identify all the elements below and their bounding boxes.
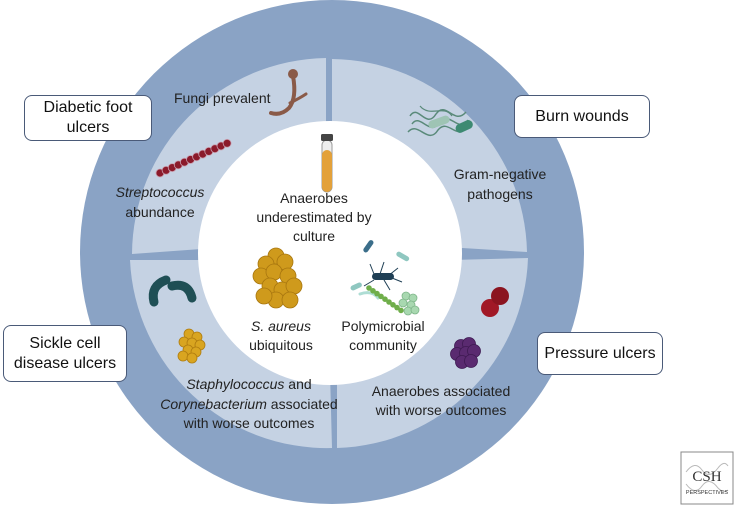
staphylococcus-text: Staphylococcus and — [186, 376, 311, 392]
ubiquitous-text: ubiquitous — [249, 337, 313, 353]
streptococcus-text: Streptococcus — [116, 184, 205, 200]
sickle-outcomes-text: with worse outcomes — [183, 415, 315, 431]
gram-negative-rods-icon — [407, 105, 473, 137]
polymicrobial-icon — [350, 240, 420, 316]
pathogens-text: pathogens — [467, 186, 532, 202]
gram-negative-text: Gram-negative — [454, 166, 547, 182]
label-pressure-ulcers: Pressure ulcers — [537, 332, 663, 375]
vibrio-icon — [148, 275, 197, 307]
label-sickle-cell-disease-ulcers: Sickle cell disease ulcers — [3, 325, 127, 382]
underestimated-text: underestimated by — [256, 209, 371, 225]
pressure-outcomes-text: with worse outcomes — [375, 402, 507, 418]
svg-text:PERSPECTIVES: PERSPECTIVES — [686, 490, 729, 496]
s-aureus-text: S. aureus — [251, 318, 311, 334]
anaerobe-cluster-icon — [450, 337, 481, 369]
culture-tube-icon — [321, 134, 333, 193]
fungi-text: Fungi prevalent — [174, 90, 271, 106]
abundance-text: abundance — [125, 204, 195, 220]
label-diabetic-foot-ulcers: Diabetic foot ulcers — [24, 95, 152, 141]
corynebacterium-text: Corynebacterium associated — [160, 396, 337, 412]
community-text: community — [349, 337, 417, 353]
culture-text: culture — [293, 228, 335, 244]
anaerobes-text: Anaerobes — [280, 190, 348, 206]
red-cocci-icon — [481, 287, 509, 317]
label-burn-wounds: Burn wounds — [514, 95, 650, 138]
anaerobes-associated-text: Anaerobes associated — [372, 383, 511, 399]
polymicrobial-text: Polymicrobial — [341, 318, 424, 334]
streptococcus-chain-icon — [155, 138, 232, 178]
s-aureus-cluster-icon — [252, 247, 303, 309]
staphylococcus-cluster-icon — [177, 328, 206, 364]
csh-perspectives-logo: CSH PERSPECTIVES — [680, 451, 734, 505]
center-circle — [198, 121, 462, 385]
svg-text:CSH: CSH — [692, 469, 721, 485]
fungi-icon — [269, 69, 308, 116]
